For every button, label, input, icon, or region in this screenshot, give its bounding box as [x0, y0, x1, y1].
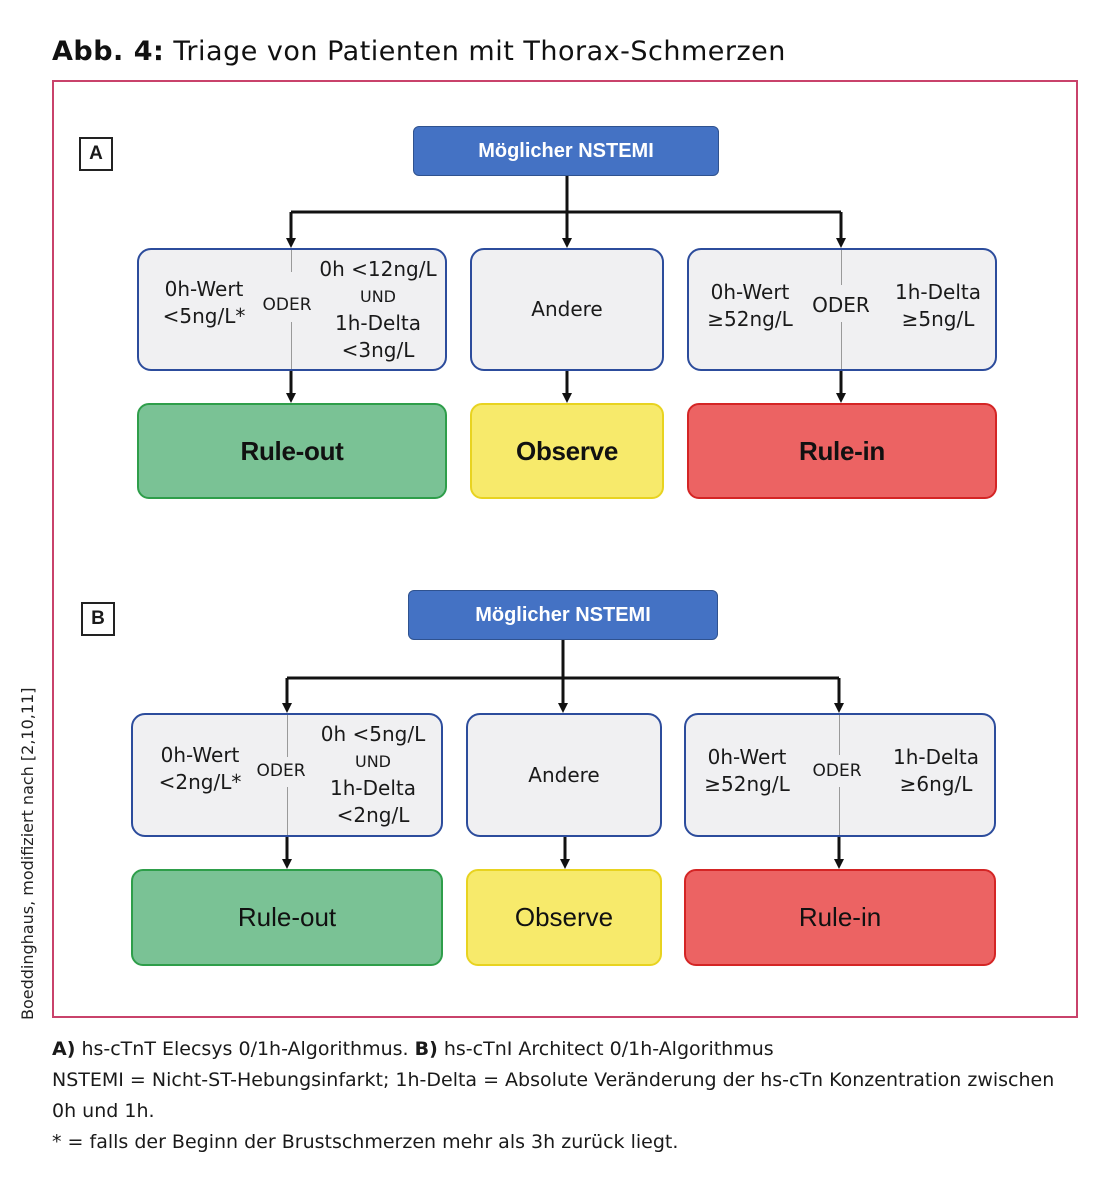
panel-a-ruleout-left-line1: 0h-Wert [164, 277, 244, 301]
panel-a-rulein-divider-bottom [841, 322, 842, 369]
panel-a-ruleout-outcome-label: Rule-out [240, 435, 344, 466]
panel-b-rulein-criteria [684, 713, 996, 837]
panel-b-rulein-right: 1h-Delta ≥6ng/L [882, 744, 990, 798]
panel-b-rulein-left: 0h-Wert ≥52ng/L [697, 744, 797, 798]
panel-b-ruleout-outcome-label: Rule-out [237, 902, 337, 932]
panel-a-rulein-left: 0h-Wert ≥52ng/L [700, 279, 800, 333]
figure-title-text: Triage von Patienten mit Thorax-Schmerze… [173, 36, 786, 67]
panel-a-ruleout-outcome: Rule-out [137, 403, 447, 499]
panel-a-other-label: Andere [531, 297, 603, 321]
panel-b-ruleout-outcome: Rule-out [131, 869, 443, 966]
caption-b-label: B) [414, 1038, 438, 1060]
panel-a-rulein-oder: ODER [812, 293, 870, 317]
panel-b-rulein-right-line1: 1h-Delta [893, 745, 979, 769]
panel-a-ruleout-oder: ODER [262, 295, 312, 315]
panel-a-rulein-left-line1: 0h-Wert [710, 280, 790, 304]
figure-title: Abb. 4: Triage von Patienten mit Thorax-… [52, 36, 786, 67]
panel-a-rulein-right: 1h-Delta ≥5ng/L [884, 279, 992, 333]
panel-a-ruleout-right-line4: <3ng/L [341, 338, 415, 362]
panel-a-letter: A [79, 137, 113, 171]
caption-a-label: A) [52, 1038, 76, 1060]
panel-a-rulein-outcome-label: Rule-in [798, 435, 885, 466]
diagram-frame [52, 80, 1078, 1018]
panel-b-ruleout-divider-bottom [287, 787, 288, 835]
panel-a-ruleout-right-line1: 0h <12ng/L [319, 257, 437, 281]
panel-a-ruleout-divider-top [291, 250, 292, 272]
caption-footnote: * = falls der Beginn der Brustschmerzen … [52, 1131, 679, 1153]
figure-caption: A) hs-cTnT Elecsys 0/1h-Algorithmus. B) … [52, 1034, 1072, 1158]
panel-b-rulein-divider-top [839, 715, 840, 755]
panel-a-ruleout-right-und: UND [360, 287, 396, 306]
panel-b-observe-outcome-label: Observe [514, 902, 614, 932]
panel-b-rulein-outcome-label: Rule-in [798, 902, 882, 932]
panel-a-rulein-left-line2: ≥52ng/L [707, 307, 793, 331]
panel-b-ruleout-left: 0h-Wert <2ng/L* [146, 742, 254, 796]
panel-a-ruleout-criteria [137, 248, 447, 371]
panel-b-rulein-right-line2: ≥6ng/L [899, 772, 973, 796]
panel-b-ruleout-left-line1: 0h-Wert [160, 743, 240, 767]
panel-b-ruleout-right: 0h <5ng/L UND 1h-Delta <2ng/L [312, 721, 434, 829]
panel-b-ruleout-oder: ODER [256, 761, 306, 781]
panel-a-rulein-right-line1: 1h-Delta [895, 280, 981, 304]
panel-a-nstemi-label: Möglicher NSTEMI [478, 139, 654, 162]
panel-b-other-label: Andere [528, 763, 600, 787]
panel-b-ruleout-right-line4: <2ng/L [336, 803, 410, 827]
caption-line-1: A) hs-cTnT Elecsys 0/1h-Algorithmus. B) … [52, 1034, 1072, 1065]
panel-a-observe-outcome-label: Observe [516, 435, 618, 466]
panel-a-rulein-divider-top [841, 250, 842, 285]
panel-a-rulein-outcome: Rule-in [687, 403, 997, 499]
caption-a-text: hs-cTnT Elecsys 0/1h-Algorithmus. [81, 1038, 409, 1060]
panel-b-rulein-outcome: Rule-in [684, 869, 996, 966]
panel-a-ruleout-right-line3: 1h-Delta [335, 311, 421, 335]
panel-a-ruleout-right: 0h <12ng/L UND 1h-Delta <3ng/L [314, 256, 442, 364]
panel-b-observe-outcome: Observe [466, 869, 662, 966]
caption-abbreviations: NSTEMI = Nicht-ST-Hebungsinfarkt; 1h-Del… [52, 1069, 1055, 1122]
panel-b-rulein-divider-bottom [839, 787, 840, 835]
panel-b-letter: B [81, 602, 115, 636]
panel-a-nstemi-box: Möglicher NSTEMI [413, 126, 719, 176]
panel-a-ruleout-left-line2: <5ng/L* [162, 304, 246, 328]
panel-b-rulein-left-line2: ≥52ng/L [704, 772, 790, 796]
panel-b-ruleout-right-und: UND [355, 752, 391, 771]
panel-b-rulein-left-line1: 0h-Wert [707, 745, 787, 769]
panel-a-ruleout-left: 0h-Wert <5ng/L* [150, 276, 258, 330]
panel-a-ruleout-divider-bottom [291, 322, 292, 369]
panel-a-other-criteria [470, 248, 664, 371]
figure-label: Abb. 4: [52, 36, 165, 67]
panel-a-rulein-right-line2: ≥5ng/L [901, 307, 975, 331]
panel-a-observe-outcome: Observe [470, 403, 664, 499]
panel-b-ruleout-right-line3: 1h-Delta [330, 776, 416, 800]
caption-b-text: hs-cTnI Architect 0/1h-Algorithmus [443, 1038, 774, 1060]
panel-b-ruleout-divider-top [287, 715, 288, 757]
panel-b-nstemi-label: Möglicher NSTEMI [475, 603, 651, 626]
panel-b-ruleout-left-line2: <2ng/L* [158, 770, 242, 794]
panel-b-ruleout-right-line1: 0h <5ng/L [320, 722, 426, 746]
panel-b-nstemi-box: Möglicher NSTEMI [408, 590, 718, 640]
panel-b-rulein-oder: ODER [812, 761, 862, 781]
panel-b-other-criteria [466, 713, 662, 837]
panel-a-rulein-criteria [687, 248, 997, 371]
